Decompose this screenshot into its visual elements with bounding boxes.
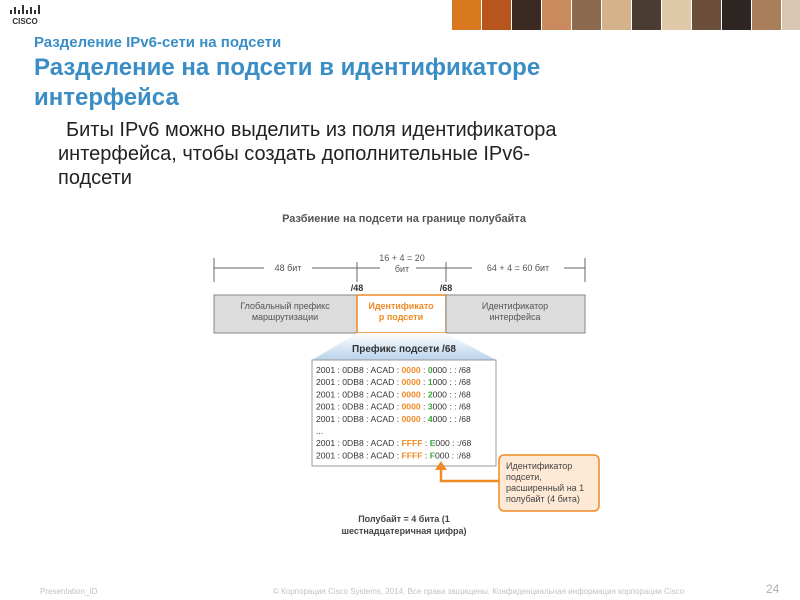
address-row: 2001 : 0DB8 : ACAD : FFFF : F000 : :/68 [316, 450, 471, 460]
address-row: 2001 : 0DB8 : ACAD : 0000 : 1000 : : /68 [316, 377, 471, 387]
slide-subtitle: Разделение IPv6-сети на подсети [34, 34, 282, 51]
callout-line-2: подсети, [506, 472, 542, 482]
global-prefix-label-1: Глобальный префикс [240, 301, 330, 311]
subnet-id-label-1: Идентификато [368, 301, 434, 311]
header-photo-strip [452, 0, 800, 30]
dim-48-bits: 48 бит [275, 263, 302, 273]
callout-arrow [439, 469, 499, 483]
header-photo [752, 0, 781, 30]
subnet-id-box [356, 294, 447, 334]
prefix-trapezoid [312, 333, 496, 360]
header-photo [662, 0, 691, 30]
page-number: 24 [766, 582, 780, 596]
interface-id-label-2: интерфейса [490, 312, 541, 322]
footnote-line-2: шестнадцатеричная цифра) [342, 526, 467, 536]
callout-box [498, 454, 600, 512]
footer-presentation-id: Presentation_ID [40, 587, 98, 596]
header-photo [692, 0, 721, 30]
header-photo [782, 0, 800, 30]
footnote-line-1: Полубайт = 4 бита (1 [358, 514, 450, 524]
callout-line-1: Идентификатор [506, 461, 572, 471]
interface-id-label-1: Идентификатор [482, 301, 548, 311]
header-photo [722, 0, 751, 30]
header-photo [452, 0, 481, 30]
dim-20-bits-line2: бит [395, 264, 409, 274]
prefix-label: Префикс подсети /68 [352, 343, 456, 355]
header-photo [512, 0, 541, 30]
header-photo [632, 0, 661, 30]
slide-body-text: Биты IPv6 можно выделить из поля идентиф… [58, 118, 758, 190]
body-line-3: подсети [58, 167, 132, 189]
body-line-1: Биты IPv6 можно выделить из поля идентиф… [66, 119, 557, 141]
address-row: 2001 : 0DB8 : ACAD : 0000 : 2000 : : /68 [316, 389, 471, 399]
address-row: 2001 : 0DB8 : ACAD : FFFF : E000 : :/68 [316, 438, 471, 448]
header-photo [542, 0, 571, 30]
header-photo [482, 0, 511, 30]
subnet-id-label-2: р подсети [379, 312, 423, 322]
slide-title: Разделение на подсети в идентификаторе и… [34, 54, 541, 111]
address-rows: 2001 : 0DB8 : ACAD : 0000 : 0000 : : /68… [316, 365, 471, 460]
dim-60-bits: 64 + 4 = 60 бит [487, 263, 549, 273]
callout-line-3: расширенный на 1 [506, 483, 584, 493]
address-list-box [311, 359, 497, 467]
mark-68: /68 [440, 283, 453, 293]
dimension-lines [213, 258, 586, 282]
dim-20-bits-line1: 16 + 4 = 20 [379, 253, 425, 263]
body-line-2: интерфейса, чтобы создать дополнительные… [58, 143, 531, 165]
header-photo [572, 0, 601, 30]
header-bar: CISCO [0, 0, 800, 30]
address-row: 2001 : 0DB8 : ACAD : 0000 : 0000 : : /68 [316, 365, 471, 375]
interface-id-box [445, 294, 586, 334]
address-row: 2001 : 0DB8 : ACAD : 0000 : 4000 : : /68 [316, 414, 471, 424]
address-row: 2001 : 0DB8 : ACAD : 0000 : 3000 : : /68 [316, 402, 471, 412]
footer-copyright: © Корпорация Cisco Systems, 2014. Все пр… [273, 587, 685, 596]
address-row: ... [316, 426, 323, 436]
callout-arrowhead [435, 461, 447, 470]
cisco-logo: CISCO [10, 5, 40, 26]
header-photo [602, 0, 631, 30]
diagram-heading: Разбиение на подсети на границе полубайт… [282, 213, 527, 225]
global-prefix-label-2: маршрутизации [252, 312, 318, 322]
mark-48: /48 [351, 283, 364, 293]
callout-line-4: полубайт (4 бита) [506, 494, 580, 504]
cisco-logo-text: CISCO [12, 17, 37, 26]
